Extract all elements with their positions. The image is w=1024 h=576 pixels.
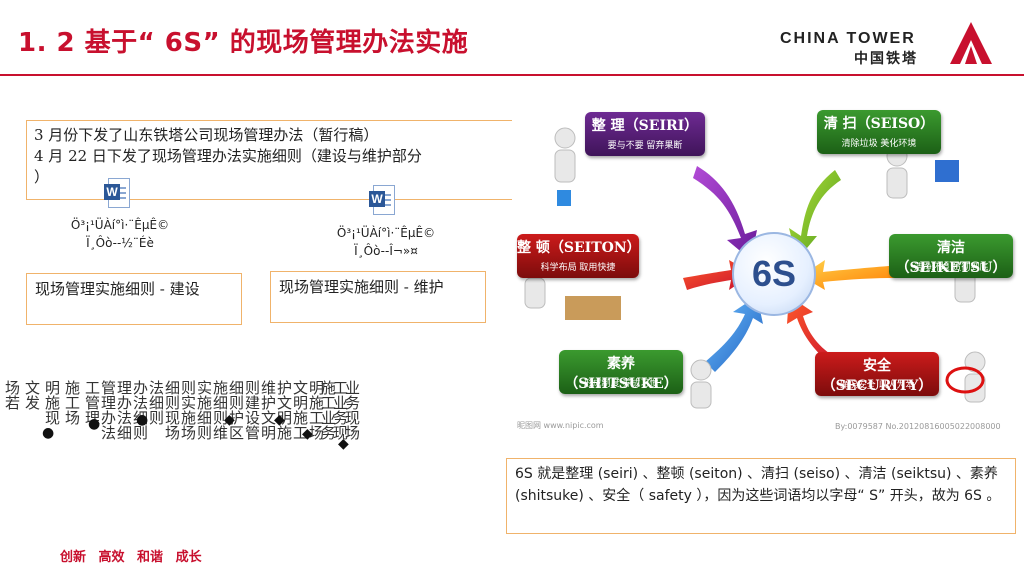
attachment-caption-line: Ö³¡¹ÜÀí°ì·¨ÊµÊ© — [336, 226, 436, 240]
vertical-text-col: 细则现场 — [163, 380, 181, 440]
shitsuke-title: 素养（SHITSUKE） — [564, 356, 678, 392]
seiketsu-label: 清洁（SEIKETSU） 洁净环境 贯彻到底 — [889, 234, 1013, 278]
security-description: 确保安全 以人为本 — [839, 381, 915, 391]
seiton-title: 整 顿（SEITON） — [517, 240, 641, 256]
vertical-text-col: 维护文明 — [259, 380, 277, 440]
bullet-icon: ◆ — [274, 412, 285, 428]
seiton-description: 科学布局 取用快捷 — [540, 263, 616, 273]
slide-title: 1. 2 基于“ 6S” 的现场管理办法实施 — [18, 28, 469, 58]
vertical-text-col: 施细则维 — [211, 380, 229, 440]
detail-maintenance-box: 现场管理实施细则 - 维护 — [270, 271, 486, 323]
tower-logo-icon — [950, 22, 992, 64]
vertical-text-col: 则建设管 — [243, 380, 261, 440]
vertical-text-col: 理办法细 — [115, 380, 133, 440]
overflow-vertical-text: 场若 文发 明施现 施工场 工管理 管理办法 理办法细 办法细则 法细则 细则现… — [0, 380, 361, 452]
bullet-icon: ◆ — [224, 412, 235, 428]
vertical-text-col: 细则护区 — [227, 380, 245, 440]
security-label: 安全（SECURITY） 确保安全 以人为本 — [815, 352, 939, 396]
intro-line-2: 4 月 22 日下发了现场管理办法实施细则（建设与维护部分 — [34, 147, 422, 165]
attachment-caption-line: Ö³¡¹ÜÀí°ì·¨ÊµÊ© — [70, 218, 170, 232]
china-tower-logo: CHINA TOWER 中国铁塔 — [780, 20, 1020, 72]
vertical-text-col: 施工业务 — [319, 380, 337, 440]
vertical-text-col: 工管理 — [83, 380, 101, 425]
seiketsu-title: 清洁（SEIKETSU） — [895, 240, 1007, 276]
intro-line-3: ） — [34, 168, 50, 186]
vertical-text-col: 实施细则 — [195, 380, 213, 440]
vertical-text-col: 文明施工 — [291, 380, 309, 440]
shitsuke-description: 形成制度 养成习惯 — [583, 379, 659, 389]
vertical-text-col: 业务现场 — [343, 380, 361, 440]
six-s-center: 6S — [732, 232, 816, 316]
intro-textbox: 3 月份下发了山东铁塔公司现场管理办法（暂行稿） 4 月 22 日下发了现场管理… — [26, 120, 512, 200]
seiso-label: 清 扫（SEISO） 清除垃圾 美化环境 — [817, 110, 941, 154]
seiketsu-description: 洁净环境 贯彻到底 — [913, 263, 989, 273]
seiso-description: 清除垃圾 美化环境 — [841, 139, 917, 149]
attachment-caption-maintenance[interactable]: Ö³¡¹ÜÀí°ì·¨ÊµÊ© Ï¸Ôò--Î¬»¤ — [326, 224, 446, 260]
vertical-text-col: 办法细则 — [131, 380, 149, 440]
logo-english: CHINA TOWER — [780, 30, 916, 47]
seiri-label: 整 理（SEIRI） 要与不要 留弃果断 — [585, 112, 705, 156]
six-s-diagram: 整 理（SEIRI） 要与不要 留弃果断 清 扫（SEISO） 清除垃圾 美化环… — [505, 100, 1024, 460]
seiso-title: 清 扫（SEISO） — [823, 116, 935, 132]
detail-construction-box: 现场管理实施细则 - 建设 — [26, 273, 242, 325]
vertical-text-col: 护文明施 — [275, 380, 293, 440]
security-title: 安全（SECURITY） — [821, 358, 933, 394]
bullet-icon: ◆ — [338, 436, 349, 452]
vertical-text-col: 文发 — [23, 380, 41, 410]
attachment-caption-line: Ï¸Ôò--½¨Éè — [86, 236, 154, 250]
seiton-label: 整 顿（SEITON） 科学布局 取用快捷 — [517, 234, 641, 278]
bullet-icon: ● — [136, 412, 149, 428]
word-document-icon[interactable]: W — [369, 185, 395, 215]
attachment-caption-construction[interactable]: Ö³¡¹ÜÀí°ì·¨ÊµÊ© Ï¸Ôò--½¨Éè — [60, 216, 180, 252]
vertical-text-col: 则实施场 — [179, 380, 197, 440]
watermark-right: By:0079587 No.20120816005022008000 — [835, 422, 1001, 431]
vertical-text-col: 法细则 — [147, 380, 165, 425]
vertical-text-col: 明施现 — [43, 380, 61, 425]
title-divider — [0, 74, 1024, 76]
watermark-left: 昵图网 www.nipic.com — [517, 421, 604, 430]
bullet-icon: ● — [88, 416, 101, 432]
vertical-text-col: 施工场 — [63, 380, 81, 425]
footer-slogan: 创新 高效 和谐 成长 — [60, 550, 202, 565]
shitsuke-label: 素养（SHITSUKE） 形成制度 养成习惯 — [559, 350, 683, 394]
attachment-caption-line: Ï¸Ôò--Î¬»¤ — [354, 244, 418, 258]
bullet-icon: ◆ — [302, 426, 313, 442]
seiri-title: 整 理（SEIRI） — [591, 118, 699, 134]
bullet-icon: ● — [42, 425, 55, 441]
word-document-icon[interactable]: W — [104, 178, 130, 208]
intro-line-1: 3 月份下发了山东铁塔公司现场管理办法（暂行稿） — [34, 126, 379, 144]
summary-textbox: 6S 就是整理 (seiri) 、整顿 (seiton) 、清扫 (seiso)… — [506, 458, 1016, 534]
seiri-description: 要与不要 留弃果断 — [607, 141, 683, 151]
logo-chinese: 中国铁塔 — [854, 51, 918, 67]
vertical-text-col: 管理办法 — [99, 380, 117, 440]
vertical-text-col: 场若 — [3, 380, 21, 410]
vertical-text-col: 明施工场 — [307, 380, 325, 440]
vertical-text-col: 工业务现 — [331, 380, 349, 440]
